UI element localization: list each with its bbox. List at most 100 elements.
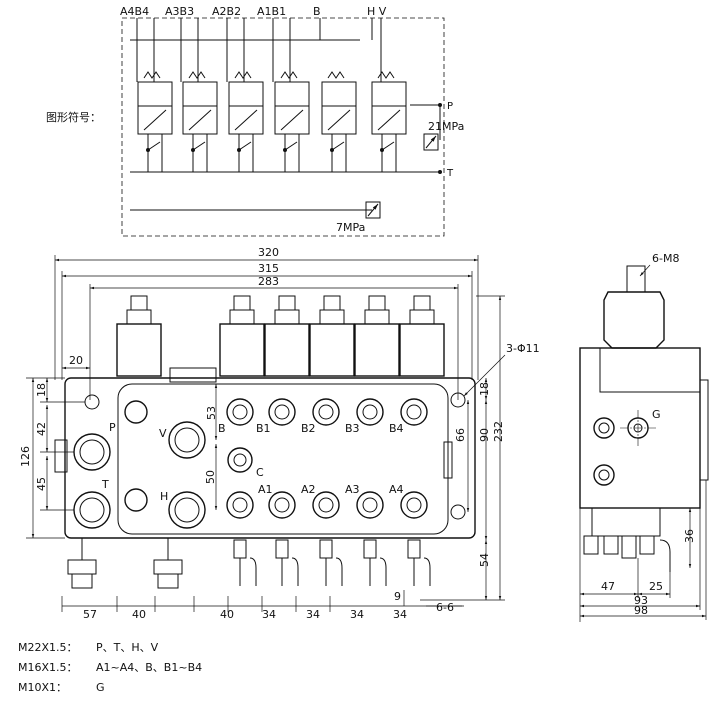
dim-50: 50	[204, 470, 217, 484]
dim-18-left: 18	[35, 383, 48, 397]
side-fittings	[583, 535, 671, 572]
port-a-row-1: A2	[301, 483, 316, 496]
solenoid-coil-1	[116, 295, 162, 377]
side-cover	[699, 379, 709, 481]
port-h: H	[160, 490, 168, 503]
solenoid-coil-4	[309, 295, 355, 377]
mount-hole-3	[450, 504, 466, 520]
note-row-3: M10X1：G	[18, 681, 105, 695]
b-port-5	[400, 398, 428, 426]
bottom-dim-4: 34	[306, 608, 320, 621]
dim-9: 9	[394, 590, 401, 603]
large-ports	[73, 421, 206, 529]
b-port-3	[312, 398, 340, 426]
hydraulic-schematic: A4B4 A3B3 A2B2 A1B1 B H V P T	[120, 5, 464, 237]
port-t: T	[101, 478, 109, 491]
dim-66: 66	[454, 428, 467, 442]
valve-section-4	[274, 71, 310, 172]
symbol-caption: 图形符号：	[46, 111, 101, 124]
dim-overall-315: 315	[258, 262, 279, 275]
a-port-3	[312, 491, 340, 519]
dim-42: 42	[35, 422, 48, 436]
note-row-1: M22X1.5： P、T、H、V	[18, 641, 158, 655]
dim-54: 54	[478, 553, 491, 567]
hole-callout: 3-Φ11	[506, 342, 540, 355]
mount-hole-2	[450, 392, 466, 408]
p-pilot-port	[124, 400, 148, 424]
note-thread-2: M16X1.5：	[18, 661, 78, 674]
valve-section-6	[371, 71, 407, 172]
b-port-4	[356, 398, 384, 426]
valve-sections	[137, 71, 407, 172]
a-port-4	[356, 491, 384, 519]
bottom-dim-5: 34	[350, 608, 364, 621]
schematic-frame	[121, 17, 445, 237]
side-dim-25: 25	[649, 580, 663, 593]
solenoid-coil-5	[354, 295, 400, 377]
port-a-row-3: A4	[389, 483, 404, 496]
fitting-5	[407, 539, 431, 586]
port-a-row-2: A3	[345, 483, 360, 496]
port-label-a1b1: A1B1	[257, 5, 286, 18]
small-ports	[124, 398, 428, 519]
fitting-1	[233, 539, 257, 586]
dim-90: 90	[478, 428, 491, 442]
dim-20: 20	[69, 354, 83, 367]
valve-body-inner	[117, 383, 449, 535]
a-port-2	[268, 491, 296, 519]
bottom-dim-6: 34	[393, 608, 407, 621]
fitting-2	[275, 539, 299, 586]
side-solenoid	[603, 291, 665, 349]
port-b-row-3: B3	[345, 422, 360, 435]
side-body-top	[599, 347, 701, 393]
a-port-5	[400, 491, 428, 519]
mount-hole-1	[84, 394, 100, 410]
secondary-relief-symbol	[365, 201, 381, 219]
solenoid-coil-2	[219, 295, 265, 377]
port-a-row-0: A1	[258, 483, 273, 496]
bottom-dim-2: 40	[220, 608, 234, 621]
port-label-a2b2: A2B2	[212, 5, 241, 18]
fitting-h	[153, 538, 183, 589]
dim-232: 232	[492, 421, 505, 442]
port-b-row-2: B2	[301, 422, 316, 435]
solenoid-coil-6	[399, 295, 445, 377]
solenoid-coils	[116, 295, 445, 377]
port-label-a4b4: A4B4	[120, 5, 149, 18]
dim-45: 45	[35, 477, 48, 491]
note-ports-2: A1~A4、B、B1~B4	[96, 661, 203, 674]
b-port-1	[226, 398, 254, 426]
bottom-fittings	[67, 538, 431, 589]
side-dim-47: 47	[601, 580, 615, 593]
front-view: 320 315 283 3-Φ11 P V	[19, 246, 540, 621]
side-stud	[626, 265, 646, 293]
valve-body	[64, 377, 476, 539]
b-port-2	[268, 398, 296, 426]
side-lower-block	[591, 507, 661, 537]
port-v: V	[159, 427, 167, 440]
solenoid-coil-3	[264, 295, 310, 377]
relief-pressure-secondary: 7MPa	[336, 221, 365, 234]
dim-126: 126	[19, 446, 32, 467]
top-port-block	[169, 367, 217, 383]
side-port-label: G	[652, 408, 661, 421]
dim-overall-283: 283	[258, 275, 279, 288]
side-view: 6-M8 G	[579, 252, 709, 622]
bottom-dim-0: 57	[83, 608, 97, 621]
note-thread-1: M22X1.5：	[18, 641, 78, 654]
dim-6-6: 6-6	[436, 601, 454, 614]
relief-valve-symbol	[423, 133, 439, 151]
body-right-boss	[443, 441, 453, 479]
fitting-t	[67, 538, 97, 589]
port-label-a3b3: A3B3	[165, 5, 194, 18]
fitting-3	[319, 539, 343, 586]
h-pilot-port	[124, 488, 148, 512]
note-ports-1: P、T、H、V	[96, 641, 159, 654]
hydraulic-valve-drawing: A4B4 A3B3 A2B2 A1B1 B H V P T	[19, 5, 709, 622]
valve-section-5	[321, 71, 357, 172]
body-left-boss	[54, 439, 68, 473]
a-port-1	[226, 491, 254, 519]
side-dim-98: 98	[634, 604, 648, 617]
side-dim-93: 93	[634, 594, 648, 607]
port-c: C	[256, 466, 264, 479]
